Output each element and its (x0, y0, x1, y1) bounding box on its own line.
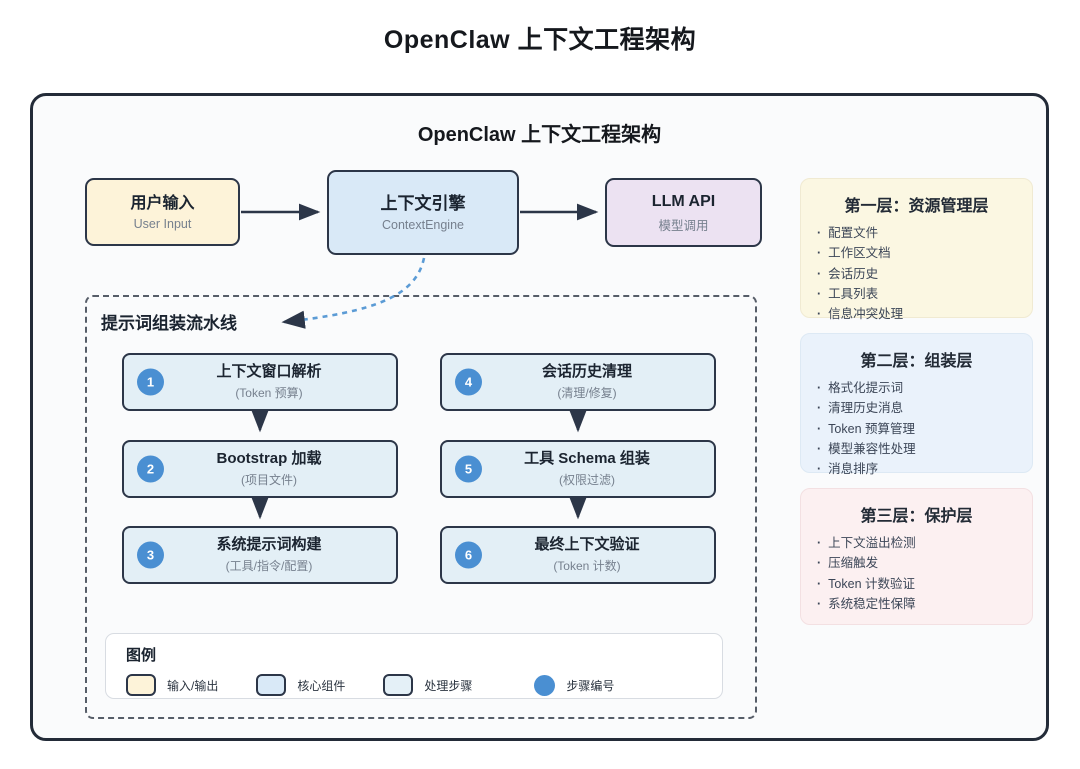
page-title: OpenClaw 上下文工程架构 (383, 26, 697, 54)
layer-panel-item: 压缩触发 (817, 553, 1016, 573)
llm-api-subtitle: 模型调用 (658, 219, 709, 234)
architecture-frame: OpenClaw 上下文工程架构 用户输入 User Input 上下文引擎 C… (30, 93, 1049, 741)
layer-panel-item: 工作区文档 (817, 243, 1016, 263)
layer-panel-assembly: 第二层：组装层 格式化提示词 清理历史消息 Token 预算管理 模型兼容性处理… (800, 333, 1033, 476)
llm-api-title: LLM API (651, 192, 716, 210)
step-title: 工具 Schema 组装 (524, 450, 650, 468)
legend-item-label: 核心组件 (297, 678, 346, 693)
step-number-badge: 2 (137, 455, 164, 483)
legend-item-process-step: 处理步骤 (383, 674, 472, 696)
step-number-badge: 5 (455, 455, 482, 483)
step-number-badge: 3 (137, 541, 164, 569)
step-title: 系统提示词构建 (216, 536, 322, 554)
layer-panel-item: 清理历史消息 (817, 398, 1016, 418)
context-engine-title: 上下文引擎 (380, 193, 466, 213)
context-engine-box: 上下文引擎 ContextEngine (327, 170, 519, 255)
layer-panel-protection: 第三层：保护层 上下文溢出检测 压缩触发 Token 计数验证 系统稳定性保障 (800, 488, 1033, 625)
step-box-2: 2 Bootstrap 加载 (项目文件) (122, 440, 398, 498)
step-number-swatch (534, 674, 556, 696)
layer-panel-item: 格式化提示词 (817, 378, 1016, 398)
step-box-5: 5 工具 Schema 组装 (权限过滤) (440, 440, 716, 498)
step-number-badge: 6 (455, 541, 482, 569)
legend-item-input-output: 输入/输出 (126, 674, 218, 696)
step-box-4: 4 会话历史清理 (清理/修复) (440, 353, 716, 411)
step-title: 最终上下文验证 (534, 536, 640, 554)
layer-panel-item: 消息排序 (817, 459, 1016, 479)
layer-panel-item: 上下文溢出检测 (817, 533, 1016, 553)
legend-item-step-number: 步骤编号 (534, 674, 615, 696)
layer-panel-title: 第一层：资源管理层 (844, 198, 989, 215)
context-engine-subtitle: ContextEngine (381, 218, 464, 233)
step-box-1: 1 上下文窗口解析 (Token 预算) (122, 353, 398, 411)
user-input-subtitle: User Input (133, 217, 192, 232)
layer-panel-item: Token 预算管理 (817, 419, 1016, 439)
user-input-title: 用户输入 (130, 194, 195, 212)
legend-item-label: 处理步骤 (424, 678, 473, 693)
step-subtitle: (工具/指令/配置) (225, 558, 313, 573)
legend-item-core-component: 核心组件 (256, 674, 345, 696)
step-subtitle: (项目文件) (240, 472, 297, 487)
layer-panel-item: Token 计数验证 (817, 574, 1016, 594)
step-number-badge: 1 (137, 368, 164, 396)
core-component-swatch (256, 674, 287, 696)
user-input-box: 用户输入 User Input (85, 178, 240, 246)
layer-panel-item: 模型兼容性处理 (817, 439, 1016, 459)
step-subtitle: (清理/修复) (557, 385, 617, 400)
layer-panel-item: 会话历史 (817, 264, 1016, 284)
step-subtitle: (Token 计数) (553, 558, 621, 573)
pipeline-label: 提示词组装流水线 (101, 314, 237, 333)
step-box-6: 6 最终上下文验证 (Token 计数) (440, 526, 716, 584)
layer-panel-title: 第三层：保护层 (860, 508, 973, 525)
step-number-badge: 4 (455, 368, 482, 396)
layer-panel-resource: 第一层：资源管理层 配置文件 工作区文档 会话历史 工具列表 信息冲突处理 (800, 178, 1033, 321)
layer-panel-title: 第二层：组装层 (860, 353, 973, 370)
step-title: 上下文窗口解析 (216, 363, 322, 381)
frame-title: OpenClaw 上下文工程架构 (417, 124, 662, 146)
layer-panel-item: 系统稳定性保障 (817, 594, 1016, 614)
step-title: 会话历史清理 (541, 363, 632, 381)
layer-panel-item: 配置文件 (817, 223, 1016, 243)
layer-panel-item: 信息冲突处理 (817, 304, 1016, 324)
step-title: Bootstrap 加载 (216, 450, 322, 468)
legend-title: 图例 (126, 647, 157, 664)
step-box-3: 3 系统提示词构建 (工具/指令/配置) (122, 526, 398, 584)
pipeline-container: 提示词组装流水线 1 上下文窗口解析 (Token 预算) 2 Bootstra… (85, 295, 757, 719)
layer-panel-item: 工具列表 (817, 284, 1016, 304)
llm-api-box: LLM API 模型调用 (605, 178, 762, 247)
legend-item-label: 输入/输出 (167, 678, 219, 693)
legend-item-label: 步骤编号 (566, 678, 615, 693)
legend-box: 图例 输入/输出 核心组件 处理步骤 步骤编号 (105, 633, 723, 699)
step-subtitle: (权限过滤) (559, 472, 615, 487)
input-output-swatch (126, 674, 156, 696)
process-step-swatch (383, 674, 414, 696)
step-subtitle: (Token 预算) (235, 385, 303, 400)
